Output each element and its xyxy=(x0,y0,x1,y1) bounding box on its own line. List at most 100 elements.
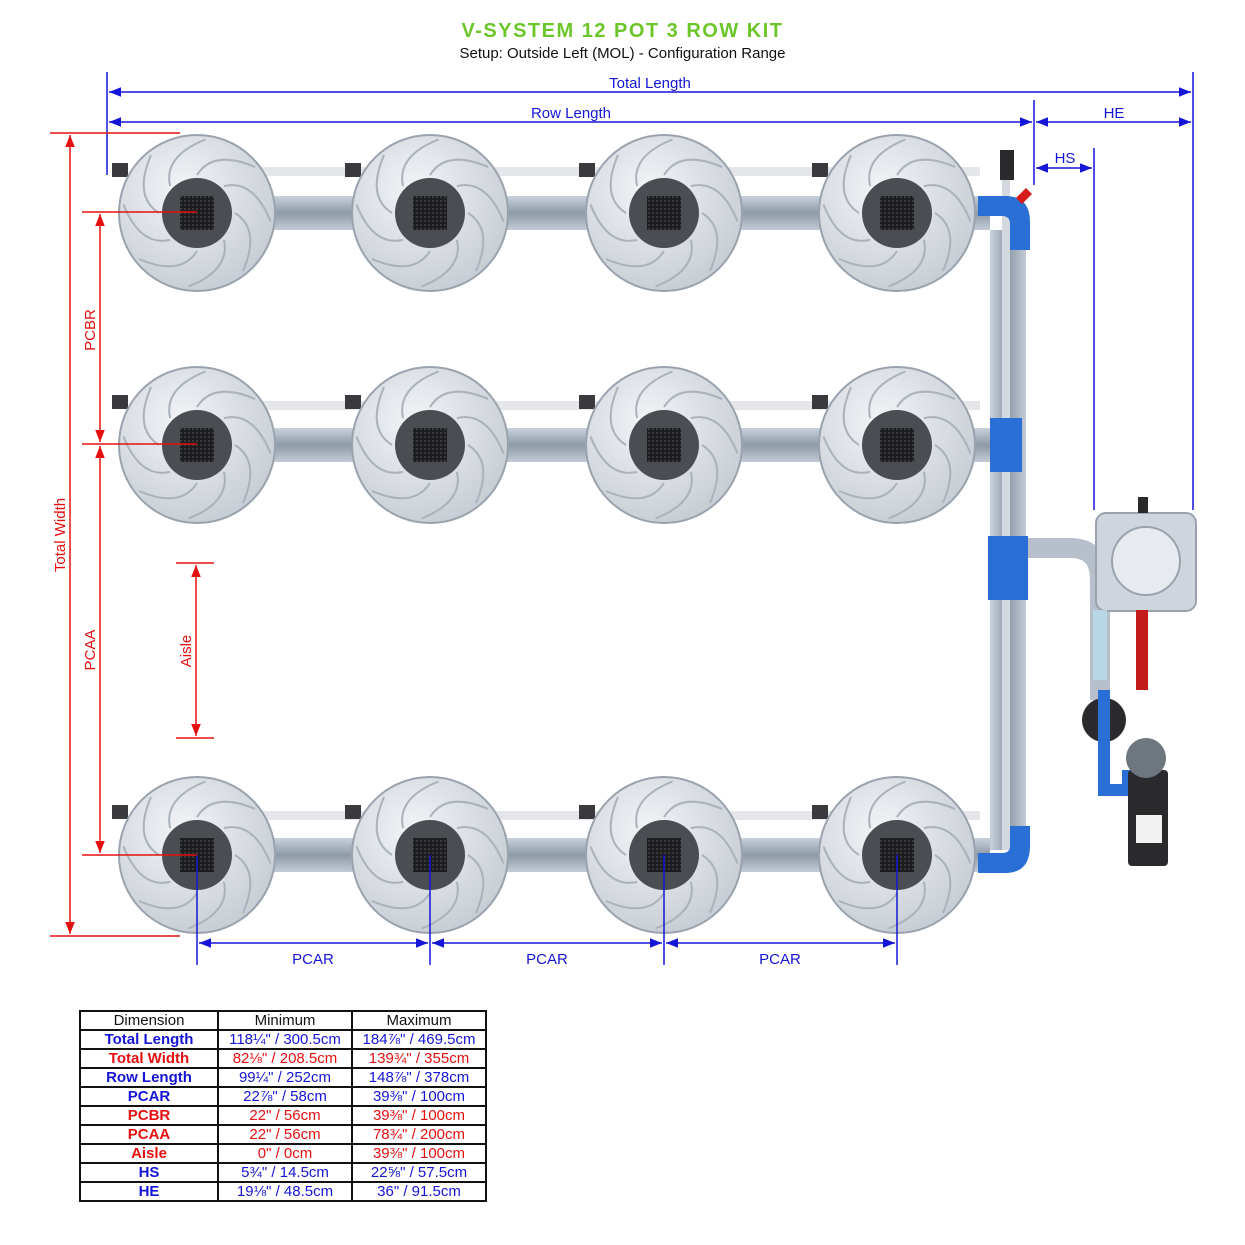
red-valve-icon xyxy=(1016,188,1032,204)
pot-vane xyxy=(842,154,860,214)
pot-vane xyxy=(690,416,739,454)
pot-vane xyxy=(896,158,956,176)
pot-vane xyxy=(355,204,404,242)
pot-vane xyxy=(456,416,505,454)
pot-row-3-2 xyxy=(345,776,509,934)
row-dimension: PCAR xyxy=(79,1086,219,1107)
pot-vane xyxy=(234,444,252,504)
pot-vane xyxy=(421,881,459,930)
pump-head xyxy=(1126,738,1166,778)
pot-row-2-4 xyxy=(812,366,976,524)
pot-vane xyxy=(456,184,505,222)
pot-vane xyxy=(429,158,489,176)
pot-vane xyxy=(196,800,256,818)
pot-vane xyxy=(589,846,638,884)
manifold-hose xyxy=(1002,160,1010,850)
pot-vane xyxy=(168,138,206,187)
row-dimension: Total Length xyxy=(79,1029,219,1050)
supply-hose-red xyxy=(1136,610,1148,690)
pot-vane xyxy=(467,444,485,504)
pot-vane xyxy=(401,370,439,419)
pot-vane xyxy=(196,158,256,176)
pots xyxy=(112,134,976,934)
pot-row-2-2 xyxy=(345,366,509,524)
pot-vane xyxy=(842,386,860,446)
pot-vane xyxy=(888,881,926,930)
pot-vane xyxy=(934,212,952,272)
pot-vane xyxy=(188,881,226,930)
row-dimension: Row Length xyxy=(79,1067,219,1088)
nozzle-icon xyxy=(112,395,128,409)
pot-basket xyxy=(180,196,214,230)
nozzle-icon xyxy=(112,805,128,819)
pot-vane xyxy=(822,204,871,242)
pot-vane xyxy=(142,796,160,856)
pot-row-1-1 xyxy=(112,134,276,292)
row-minimum: 22⅞" / 58cm xyxy=(217,1086,353,1107)
row-minimum: 82⅛" / 208.5cm xyxy=(217,1048,353,1069)
pot-vane xyxy=(822,846,871,884)
reservoir-sensor xyxy=(1138,497,1148,513)
pot-basket xyxy=(647,428,681,462)
pot-vane xyxy=(635,370,673,419)
pot-vane xyxy=(923,826,972,864)
row-minimum: 0" / 0cm xyxy=(217,1143,353,1164)
pot-basket xyxy=(880,196,914,230)
pot-vane xyxy=(868,138,906,187)
pot-basket xyxy=(647,196,681,230)
return-hose xyxy=(1093,610,1107,680)
row-dimension: PCAA xyxy=(79,1124,219,1145)
header-dimension: Dimension xyxy=(79,1010,219,1031)
pot-vane xyxy=(923,184,972,222)
pot-vane xyxy=(934,854,952,914)
pcar-label-1: PCAR xyxy=(292,951,334,968)
nozzle-icon xyxy=(345,805,361,819)
row-dimension: Aisle xyxy=(79,1143,219,1164)
pot-basket xyxy=(180,428,214,462)
reservoir-feed-pipe xyxy=(1028,538,1110,700)
pot-vane xyxy=(838,892,898,910)
pot-row-1-2 xyxy=(345,134,509,292)
nozzle-icon xyxy=(345,395,361,409)
row-minimum: 99¼" / 252cm xyxy=(217,1067,353,1088)
pot-row-1-4 xyxy=(812,134,976,292)
pot-vane xyxy=(467,854,485,914)
pot-vane xyxy=(456,826,505,864)
pot-vane xyxy=(842,796,860,856)
pcar-label-3: PCAR xyxy=(759,951,801,968)
pot-vane xyxy=(605,482,665,500)
row-maximum: 22⅝" / 57.5cm xyxy=(351,1162,487,1183)
pot-vane xyxy=(868,370,906,419)
pot-vane xyxy=(138,892,198,910)
pot-basket xyxy=(880,428,914,462)
pot-vane xyxy=(122,846,171,884)
row-dimension: PCBR xyxy=(79,1105,219,1126)
pot-vane xyxy=(401,138,439,187)
pot-row-2-1 xyxy=(112,366,276,524)
manifold xyxy=(978,150,1032,873)
pot-vane xyxy=(655,471,693,520)
pot-vane xyxy=(609,386,627,446)
pot-vane xyxy=(888,239,926,288)
tee-junction xyxy=(988,536,1028,600)
pot-row-2-3 xyxy=(579,366,743,524)
pot-vane xyxy=(421,239,459,288)
he-label: HE xyxy=(1104,105,1125,122)
pot-vane xyxy=(589,436,638,474)
dimension-lines xyxy=(106,72,1194,965)
row-minimum: 19⅛" / 48.5cm xyxy=(217,1181,353,1202)
pot-vane xyxy=(234,212,252,272)
pot-vane xyxy=(371,892,431,910)
pot-vane xyxy=(188,471,226,520)
pot-vane xyxy=(234,854,252,914)
tee-row-2 xyxy=(990,418,1022,472)
pcaa-label: PCAA xyxy=(82,630,99,671)
pot-vane xyxy=(142,386,160,446)
pot-vane xyxy=(429,390,489,408)
diagram-title: V-SYSTEM 12 POT 3 ROW KIT xyxy=(461,20,784,42)
pot-vane xyxy=(888,471,926,520)
